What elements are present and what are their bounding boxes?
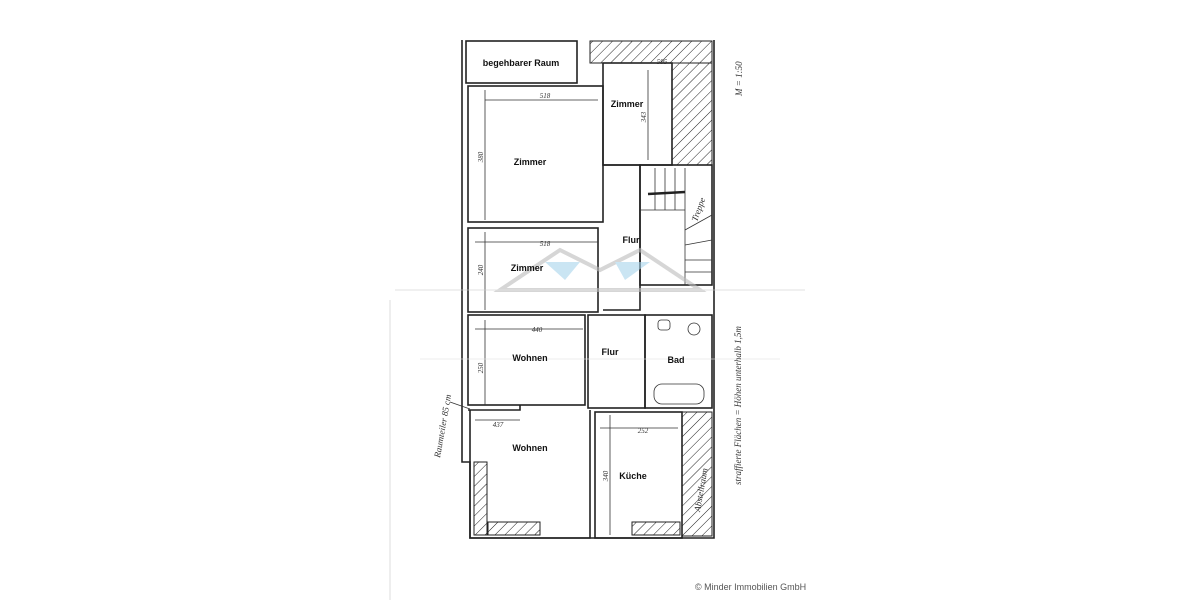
dimension-label: 440 [532, 326, 543, 334]
room-label-flur-upper: Flur [623, 235, 640, 245]
dimension-label: 595 [657, 58, 668, 66]
dimension-label: 340 [602, 470, 610, 482]
room-label-kueche: Küche [619, 471, 647, 481]
room-label-flur-lower: Flur [602, 347, 619, 357]
dimension-label: 343 [640, 111, 648, 123]
room-label-zimmer-large: Zimmer [514, 157, 547, 167]
room-label-wohnen-upper: Wohnen [512, 353, 547, 363]
hatch-note: straffierte Flächen = Höhen unterhalb 1,… [733, 326, 743, 485]
scale-note: M = 1:50 [734, 61, 744, 97]
divider-note: Raumteiler 85 cm [432, 393, 453, 459]
dimension-label: 518 [540, 240, 551, 248]
watermark-logo [395, 247, 805, 360]
dimension-label: 252 [638, 427, 649, 435]
walls [461, 40, 715, 539]
stairs [640, 168, 713, 285]
room-label-wohnen-lower: Wohnen [512, 443, 547, 453]
divider-leader-line [449, 401, 471, 410]
room-label-zimmer-lower: Zimmer [511, 263, 544, 273]
hatched-areas [473, 40, 713, 537]
bath-fixtures [653, 319, 705, 405]
dimension-label: 250 [477, 362, 485, 373]
dimension-label: 380 [477, 151, 485, 163]
room-label-zimmer-top-right: Zimmer [611, 99, 644, 109]
dimension-label: 518 [540, 92, 551, 100]
copyright-text: © Minder Immobilien GmbH [695, 582, 807, 592]
dimension-label: 240 [477, 264, 485, 275]
dimension-label: 437 [493, 421, 504, 429]
room-label-begehbarer-raum: begehbarer Raum [483, 58, 560, 68]
room-label-bad: Bad [667, 355, 684, 365]
dimension-lines [475, 70, 678, 535]
